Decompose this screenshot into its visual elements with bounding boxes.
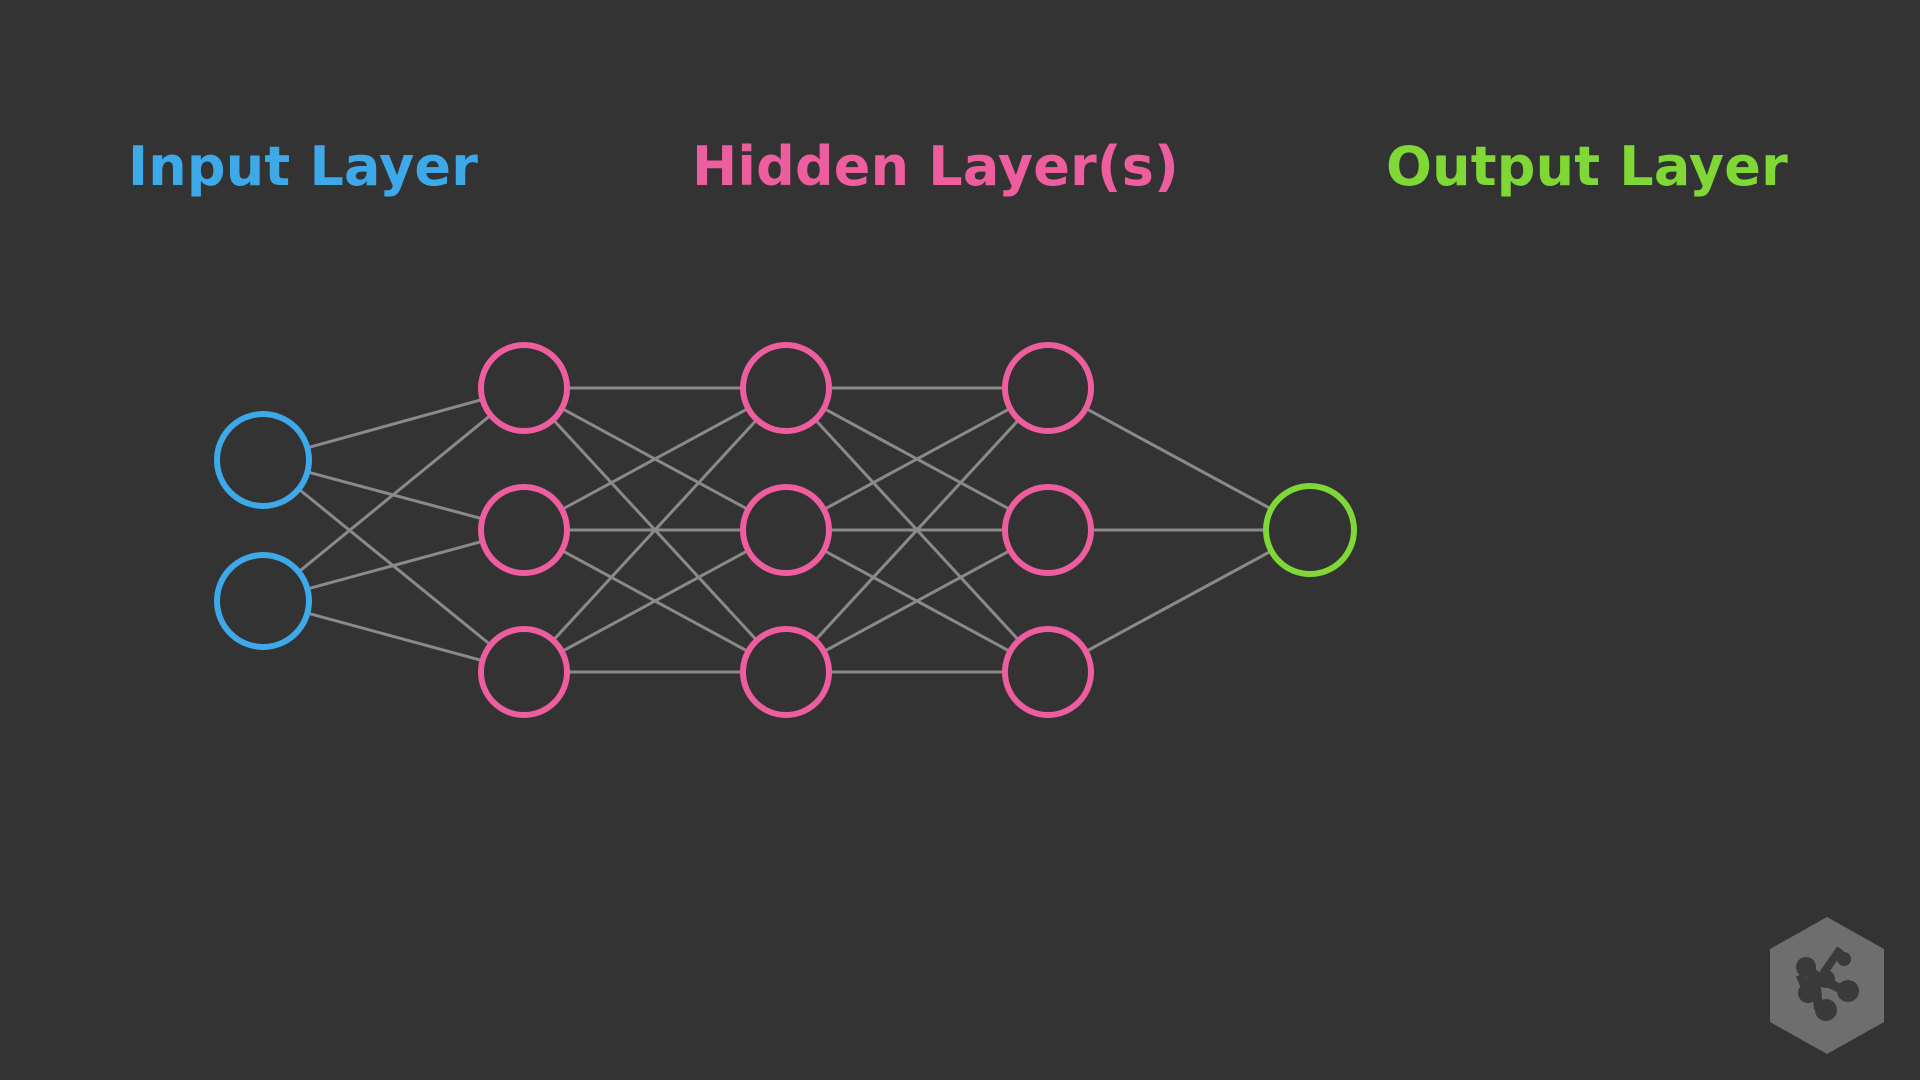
- connection-line: [560, 548, 750, 654]
- node-hidden: [478, 342, 570, 434]
- node-hidden: [740, 484, 832, 576]
- connection-line: [822, 548, 1012, 654]
- connection-line: [297, 487, 493, 647]
- connection-line: [297, 413, 493, 574]
- node-hidden: [478, 484, 570, 576]
- hexagon-neuron-logo-icon: [1770, 917, 1884, 1054]
- connection-line: [305, 397, 485, 450]
- node-hidden: [740, 626, 832, 718]
- connection-line: [551, 418, 759, 642]
- node-hidden: [1002, 626, 1094, 718]
- connection-line: [560, 406, 750, 512]
- nodes-group: [214, 342, 1357, 718]
- connection-line: [1084, 549, 1273, 654]
- node-input: [214, 552, 312, 650]
- connection-line: [305, 470, 484, 521]
- node-hidden: [740, 342, 832, 434]
- node-hidden: [1002, 342, 1094, 434]
- node-hidden: [1002, 484, 1094, 576]
- connection-line: [305, 539, 485, 591]
- connection-line: [822, 406, 1012, 512]
- node-output: [1263, 483, 1357, 577]
- connections-group: [297, 386, 1273, 674]
- node-hidden: [478, 626, 570, 718]
- node-input: [214, 411, 312, 509]
- connection-line: [813, 418, 1021, 642]
- connection-line: [1084, 406, 1273, 511]
- connection-line: [305, 611, 485, 663]
